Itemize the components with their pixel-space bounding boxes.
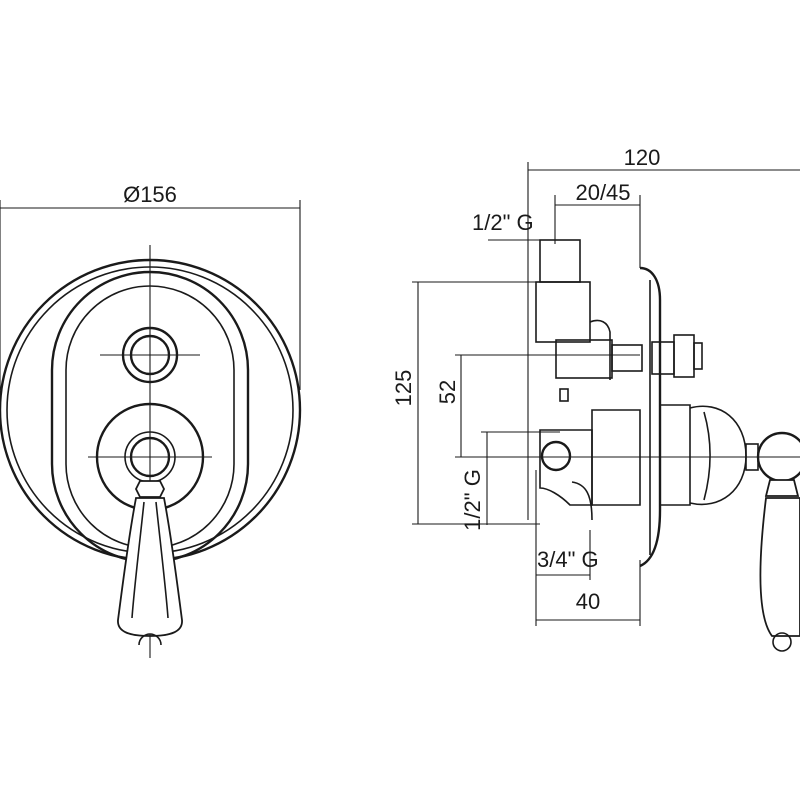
height-dimension-125: 125 bbox=[391, 281, 540, 525]
diameter-label: Ø156 bbox=[123, 182, 177, 207]
adjust-dimension-20-45: 20/45 bbox=[554, 180, 641, 268]
height-label: 125 bbox=[391, 370, 416, 407]
body-depth-label: 40 bbox=[576, 589, 600, 614]
valve-body bbox=[535, 239, 800, 652]
adjust-range-label: 20/45 bbox=[575, 180, 630, 205]
spacing-label: 52 bbox=[435, 380, 460, 404]
lever-handle bbox=[117, 480, 183, 658]
top-inlet-callout: 1/2" G bbox=[472, 210, 540, 241]
overall-depth-label: 120 bbox=[624, 145, 661, 170]
side-inlet-label: 1/2" G bbox=[460, 469, 485, 531]
body-dimension-40: 40 bbox=[535, 470, 641, 626]
side-inlet-callout: 1/2" G bbox=[460, 431, 560, 531]
top-inlet-label: 1/2" G bbox=[472, 210, 534, 235]
outlet-label: 3/4" G bbox=[537, 547, 599, 572]
outlet-callout: 3/4" G bbox=[536, 530, 599, 580]
side-view: 120 20/45 1/2" G 125 52 bbox=[391, 145, 800, 652]
spacing-dimension-52: 52 bbox=[435, 354, 800, 458]
diverter-knob bbox=[121, 326, 179, 384]
diameter-dimension: Ø156 bbox=[0, 182, 301, 390]
depth-dimension-120: 120 bbox=[527, 145, 800, 520]
front-view: Ø156 bbox=[0, 182, 302, 658]
